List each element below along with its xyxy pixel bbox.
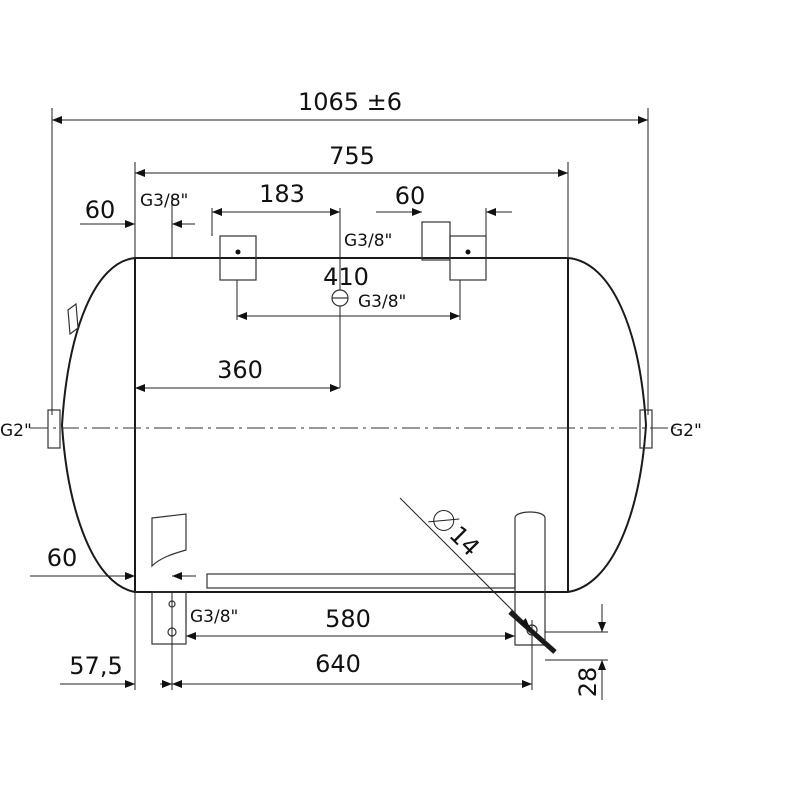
label-g2-right: G2": [670, 421, 702, 441]
label-diameter: 14: [444, 520, 485, 561]
label-60-bottom: 60: [47, 544, 78, 572]
dimension-lines: [30, 108, 649, 700]
label-183: 183: [259, 180, 305, 208]
right-end-boss: [639, 409, 653, 449]
left-foot: [151, 591, 187, 645]
dim-diameter-leader: [399, 497, 531, 629]
diameter-symbol-stroke: [428, 518, 460, 523]
top-right-fitting-dot: [465, 249, 471, 255]
label-410: 410: [323, 263, 369, 291]
label-580: 580: [325, 605, 371, 633]
tank-outline: [60, 257, 648, 593]
label-360: 360: [217, 356, 263, 384]
label-diameter-group: 14: [428, 509, 485, 562]
top-left-fitting: [219, 235, 257, 281]
label-g38-center: G3/8": [358, 292, 406, 312]
label-g38-bottom: G3/8": [190, 607, 238, 627]
label-g38-top-right: G3/8": [344, 231, 392, 251]
label-60-top-left: 60: [85, 196, 116, 224]
right-saddle: [514, 511, 546, 646]
label-640: 640: [315, 650, 361, 678]
left-saddle: [151, 513, 187, 568]
diameter-symbol: [433, 509, 455, 531]
top-left-fitting-dot: [235, 249, 241, 255]
label-60-top-right: 60: [395, 182, 426, 210]
base-rail: [206, 573, 516, 589]
label-1065: 1065 ±6: [298, 88, 402, 116]
label-g38-top-left: G3/8": [140, 191, 188, 211]
dimension-labels: 1065 ±6 755 60 183 60 410 360 60 580 640…: [0, 88, 702, 697]
top-right-fitting-plate: [421, 221, 451, 261]
label-g2-left: G2": [0, 421, 32, 441]
label-755: 755: [329, 142, 375, 170]
label-28: 28: [574, 667, 602, 698]
label-57-5: 57,5: [69, 652, 122, 680]
left-end-boss: [47, 409, 61, 449]
left-head-plate: [67, 302, 79, 336]
top-right-fitting: [449, 235, 487, 281]
